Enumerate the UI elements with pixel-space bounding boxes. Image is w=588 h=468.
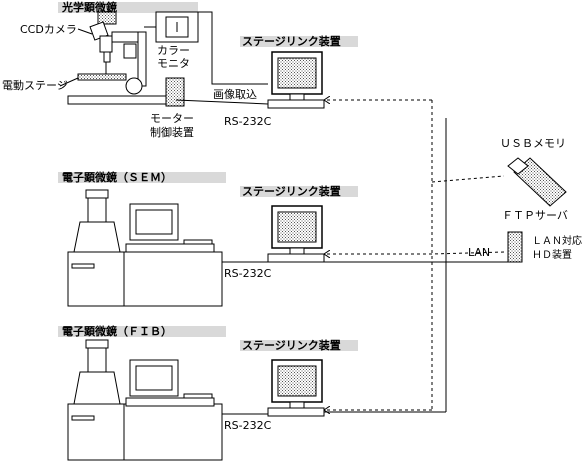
optical-title-bar [58, 2, 198, 13]
stagelink-3-title-bar [240, 340, 358, 351]
color-monitor-label-1: カラー [157, 44, 190, 57]
stagelink-2-pc-icon [267, 205, 325, 263]
fib-title-bar [58, 326, 226, 337]
stagelink-1-title-bar [240, 36, 358, 47]
ccd-leader-line [77, 28, 93, 35]
sem-instrument-icon [67, 189, 223, 307]
motorized-stage-label: 電動ステージ [2, 78, 68, 92]
sem-title: 電子顕微鏡（ＳＥＭ） [62, 170, 172, 184]
data-flow-lines [324, 100, 505, 410]
stagelink-2-label: ステージリンク装置 [242, 184, 341, 198]
rs232c-label-1: RS-232C [224, 115, 272, 128]
stagelink-2-title-bar [240, 186, 358, 197]
capture-line [198, 11, 268, 85]
stagelink-3-pc-icon [267, 359, 325, 417]
sem-title-bar [58, 172, 226, 183]
lan-hd-label-2: ＨＤ装置 [532, 248, 572, 261]
stage-leader-line [59, 77, 79, 87]
color-monitor-label-2: モニタ [157, 57, 190, 70]
rs232c-label-2: RS-232C [224, 267, 272, 280]
color-monitor-icon [155, 11, 199, 43]
usb-memory-icon [507, 157, 567, 207]
stagelink-3-label: ステージリンク装置 [242, 338, 341, 352]
rs232c-label-3: RS-232C [224, 419, 272, 432]
motor-controller-label-1: モーター [150, 112, 194, 125]
ccd-camera-label: CCDカメラ [20, 23, 77, 36]
stagelink-1-pc-icon [267, 51, 325, 109]
fib-title: 電子顕微鏡（ＦＩＢ） [62, 324, 172, 338]
usb-memory-label: ＵＳＢメモリ [500, 137, 566, 150]
motor-controller-label-2: 制御装置 [150, 125, 194, 139]
lan-hd-device-icon [507, 231, 523, 263]
optical-title: 光学顕微鏡 [61, 0, 117, 14]
rs232c-line-1 [175, 99, 269, 105]
stagelink-1-label: ステージリンク装置 [242, 34, 341, 48]
capture-label: 画像取込 [213, 88, 257, 101]
motor-controller-icon [165, 77, 185, 107]
fib-instrument-icon [67, 339, 223, 461]
ftp-server-label: ＦＴＰサーバ [502, 209, 568, 222]
lan-hd-label-1: ＬＡＮ対応 [532, 234, 582, 247]
